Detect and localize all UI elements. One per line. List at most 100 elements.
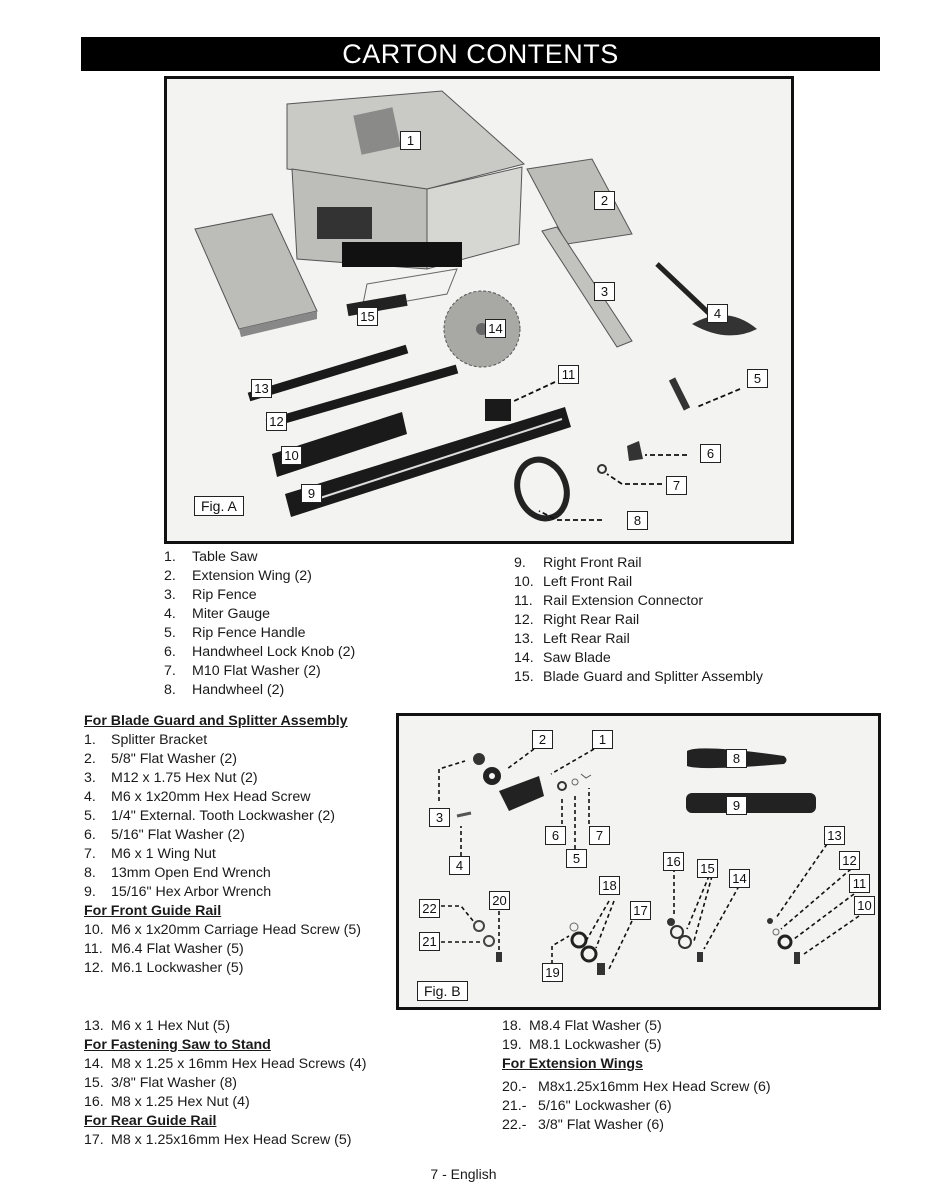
item-number: 10. [514, 574, 534, 590]
hardware-list-left: For Blade Guard and Splitter Assembly 1.… [84, 712, 361, 978]
splitter-bracket [499, 776, 544, 811]
item-number: 3. [164, 587, 176, 603]
item-number: 2. [164, 568, 176, 584]
item-text: M6 x 1 Wing Nut [111, 846, 216, 862]
callout-8: 8 [627, 511, 648, 530]
hardware-list-right: 18.M8.4 Flat Washer (5)19.M8.1 Lockwashe… [502, 1017, 771, 1135]
item-text: Rip Fence [192, 587, 257, 603]
callout-5: 5 [747, 369, 768, 388]
callout-b-12: 12 [839, 851, 860, 870]
figure-a-label: Fig. A [194, 496, 244, 516]
item-text: Right Rear Rail [543, 612, 640, 628]
item-text: M6 x 1x20mm Hex Head Screw [111, 789, 311, 805]
item-number: 16. [84, 1094, 104, 1110]
callout-9: 9 [301, 484, 322, 503]
hex-nut [473, 753, 485, 765]
figure-b-hardware: 1 2 3 4 5 6 7 8 9 10 11 12 13 14 15 16 1… [396, 713, 881, 1010]
item-text: M10 Flat Washer (2) [192, 663, 321, 679]
callout-b-8: 8 [726, 749, 747, 768]
callout-2: 2 [594, 191, 615, 210]
callout-b-4: 4 [449, 856, 470, 875]
list-item: 1.Splitter Bracket [84, 731, 361, 750]
item-text: 13mm Open End Wrench [111, 865, 271, 881]
list-item: 17.M8 x 1.25x16mm Hex Head Screw (5) [84, 1131, 366, 1150]
item-number: 1. [164, 549, 176, 565]
figure-a-carton-parts: 1 2 3 4 5 6 7 8 9 10 11 12 13 14 15 Fig.… [164, 76, 794, 544]
list-item: 19.M8.1 Lockwasher (5) [502, 1036, 771, 1055]
callout-b-19: 19 [542, 963, 563, 982]
list-item: 2. Extension Wing (2) [164, 567, 355, 586]
item-text: Extension Wing (2) [192, 568, 312, 584]
list-item: 15. Blade Guard and Splitter Assembly [514, 668, 763, 687]
callout-b-9: 9 [726, 796, 747, 815]
page-title: CARTON CONTENTS [81, 37, 880, 71]
list-item: 12.M6.1 Lockwasher (5) [84, 959, 361, 978]
list-item: 21.-5/16" Lockwasher (6) [502, 1097, 771, 1116]
list-item: 22.- 3/8" Flat Washer (6) [502, 1116, 771, 1135]
item-number: 9. [514, 555, 526, 571]
list-item: 9.15/16" Hex Arbor Wrench [84, 883, 361, 902]
item-number: 10. [84, 922, 104, 938]
item-text: 3/8" Flat Washer (6) [538, 1117, 664, 1133]
heading-front-rail: For Front Guide Rail [84, 903, 222, 919]
item-text: M6 x 1x20mm Carriage Head Screw (5) [111, 922, 361, 938]
list-item: 13. M6 x 1 Hex Nut (5) [84, 1017, 366, 1036]
item-text: Miter Gauge [192, 606, 271, 622]
item-number: 11. [514, 593, 533, 609]
list-item: 18.M8.4 Flat Washer (5) [502, 1017, 771, 1036]
item-number: 12. [514, 612, 534, 628]
list-item: 4.Miter Gauge [164, 605, 355, 624]
item-number: 13. [84, 1018, 104, 1034]
list-item: 5.Rip Fence Handle [164, 624, 355, 643]
callout-b-15: 15 [697, 859, 718, 878]
item-number: 3. [84, 770, 96, 786]
item-text: M6 x 1 Hex Nut (5) [111, 1018, 231, 1034]
callout-leaders [438, 748, 860, 971]
callout-14: 14 [485, 319, 506, 338]
item-text: M8 x 1.25x16mm Hex Head Screw (5) [111, 1132, 352, 1148]
callout-6: 6 [700, 444, 721, 463]
list-item: 12. Right Rear Rail [514, 611, 763, 630]
item-text: M8x1.25x16mm Hex Head Screw (6) [538, 1079, 771, 1095]
callout-b-16: 16 [663, 852, 684, 871]
item-number: 5. [84, 808, 96, 824]
heading-rear-rail: For Rear Guide Rail [84, 1113, 217, 1129]
callout-15: 15 [357, 307, 378, 326]
callout-b-11: 11 [849, 874, 870, 893]
item-text: Table Saw [192, 549, 258, 565]
item-text: Blade Guard and Splitter Assembly [543, 669, 764, 685]
item-text: Splitter Bracket [111, 732, 208, 748]
item-text: 5/8" Flat Washer (2) [111, 751, 237, 767]
item-number: 22.- [502, 1117, 527, 1133]
item-text: 3/8" Flat Washer (8) [111, 1075, 237, 1091]
item-text: Rail Extension Connector [543, 593, 704, 609]
item-number: 18. [502, 1018, 522, 1034]
list-item: 3. Rip Fence [164, 586, 355, 605]
callout-b-21: 21 [419, 932, 440, 951]
arbor-wrench [686, 793, 816, 813]
callout-13: 13 [251, 379, 272, 398]
item-number: 15. [84, 1075, 104, 1091]
item-text: Handwheel Lock Knob (2) [192, 644, 356, 660]
list-item: 7. M6 x 1 Wing Nut [84, 845, 361, 864]
callout-12: 12 [266, 412, 287, 431]
callout-3: 3 [594, 282, 615, 301]
list-item: 11. Rail Extension Connector [514, 592, 763, 611]
item-number: 15. [514, 669, 534, 685]
item-number: 5. [164, 625, 176, 641]
carton-list-left: 1. Table Saw 2. Extension Wing (2) 3. Rip Fen… [164, 548, 355, 700]
item-text: M8 x 1.25 x 16mm Hex Head Screws (4) [111, 1056, 367, 1072]
list-item: 1. Table Saw [164, 548, 355, 567]
callout-b-14: 14 [729, 869, 750, 888]
heading-extension-wings: For Extension Wings [502, 1056, 643, 1072]
callout-b-7: 7 [589, 826, 610, 845]
list-item: 15. 3/8" Flat Washer (8) [84, 1074, 366, 1093]
list-item: 2.5/8" Flat Washer (2) [84, 750, 361, 769]
item-text: M8.1 Lockwasher (5) [529, 1037, 662, 1053]
list-item: 5.1/4" External. Tooth Lockwasher (2) [84, 807, 361, 826]
callout-b-13: 13 [824, 826, 845, 845]
callout-leaders [511, 381, 741, 521]
list-item: 13.Left Rear Rail [514, 630, 763, 649]
item-number: 7. [84, 846, 96, 862]
